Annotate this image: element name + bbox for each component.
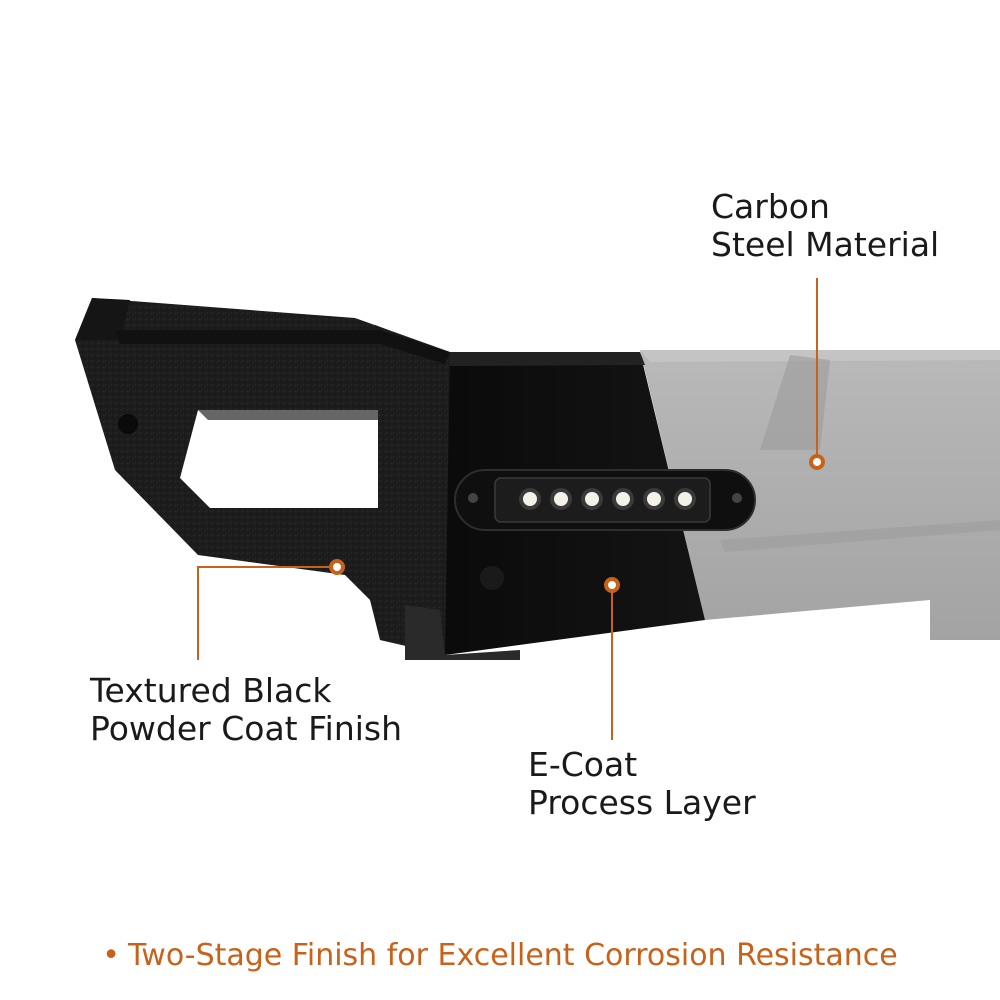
carbon-steel-section [640,350,1000,640]
callout-lines [197,278,825,740]
carbon-steel-label: Carbon Steel Material [711,188,939,264]
bumper-cutout [180,410,378,508]
callout-dot-ecoat [604,577,620,593]
footer-caption: •Two-Stage Finish for Excellent Corrosio… [0,938,1000,974]
bolt-middle [480,566,504,590]
e-coat-label-line2: Process Layer [528,783,756,822]
led-light [585,492,599,506]
led-light [647,492,661,506]
textured-coat-section [75,298,520,660]
textured-coat-label-line2: Powder Coat Finish [90,709,403,748]
led-light [616,492,630,506]
bolt-left [118,414,138,434]
e-coat-label-line1: E-Coat [528,745,638,784]
led-light-bar [454,469,756,531]
led-light [523,492,537,506]
footer-bullet: • [102,938,120,973]
e-coat-label: E-Coat Process Layer [528,746,756,822]
carbon-steel-label-line1: Carbon [711,187,830,226]
led-light [678,492,692,506]
callout-dot-textured [329,559,345,575]
mounting-bracket [405,605,520,660]
textured-coat-label: Textured Black Powder Coat Finish [90,672,402,748]
led-light [554,492,568,506]
carbon-steel-label-line2: Steel Material [711,225,940,264]
footer-text: Two-Stage Finish for Excellent Corrosion… [127,938,898,973]
callout-dot-carbon [809,454,825,470]
textured-coat-label-line1: Textured Black [90,671,332,710]
